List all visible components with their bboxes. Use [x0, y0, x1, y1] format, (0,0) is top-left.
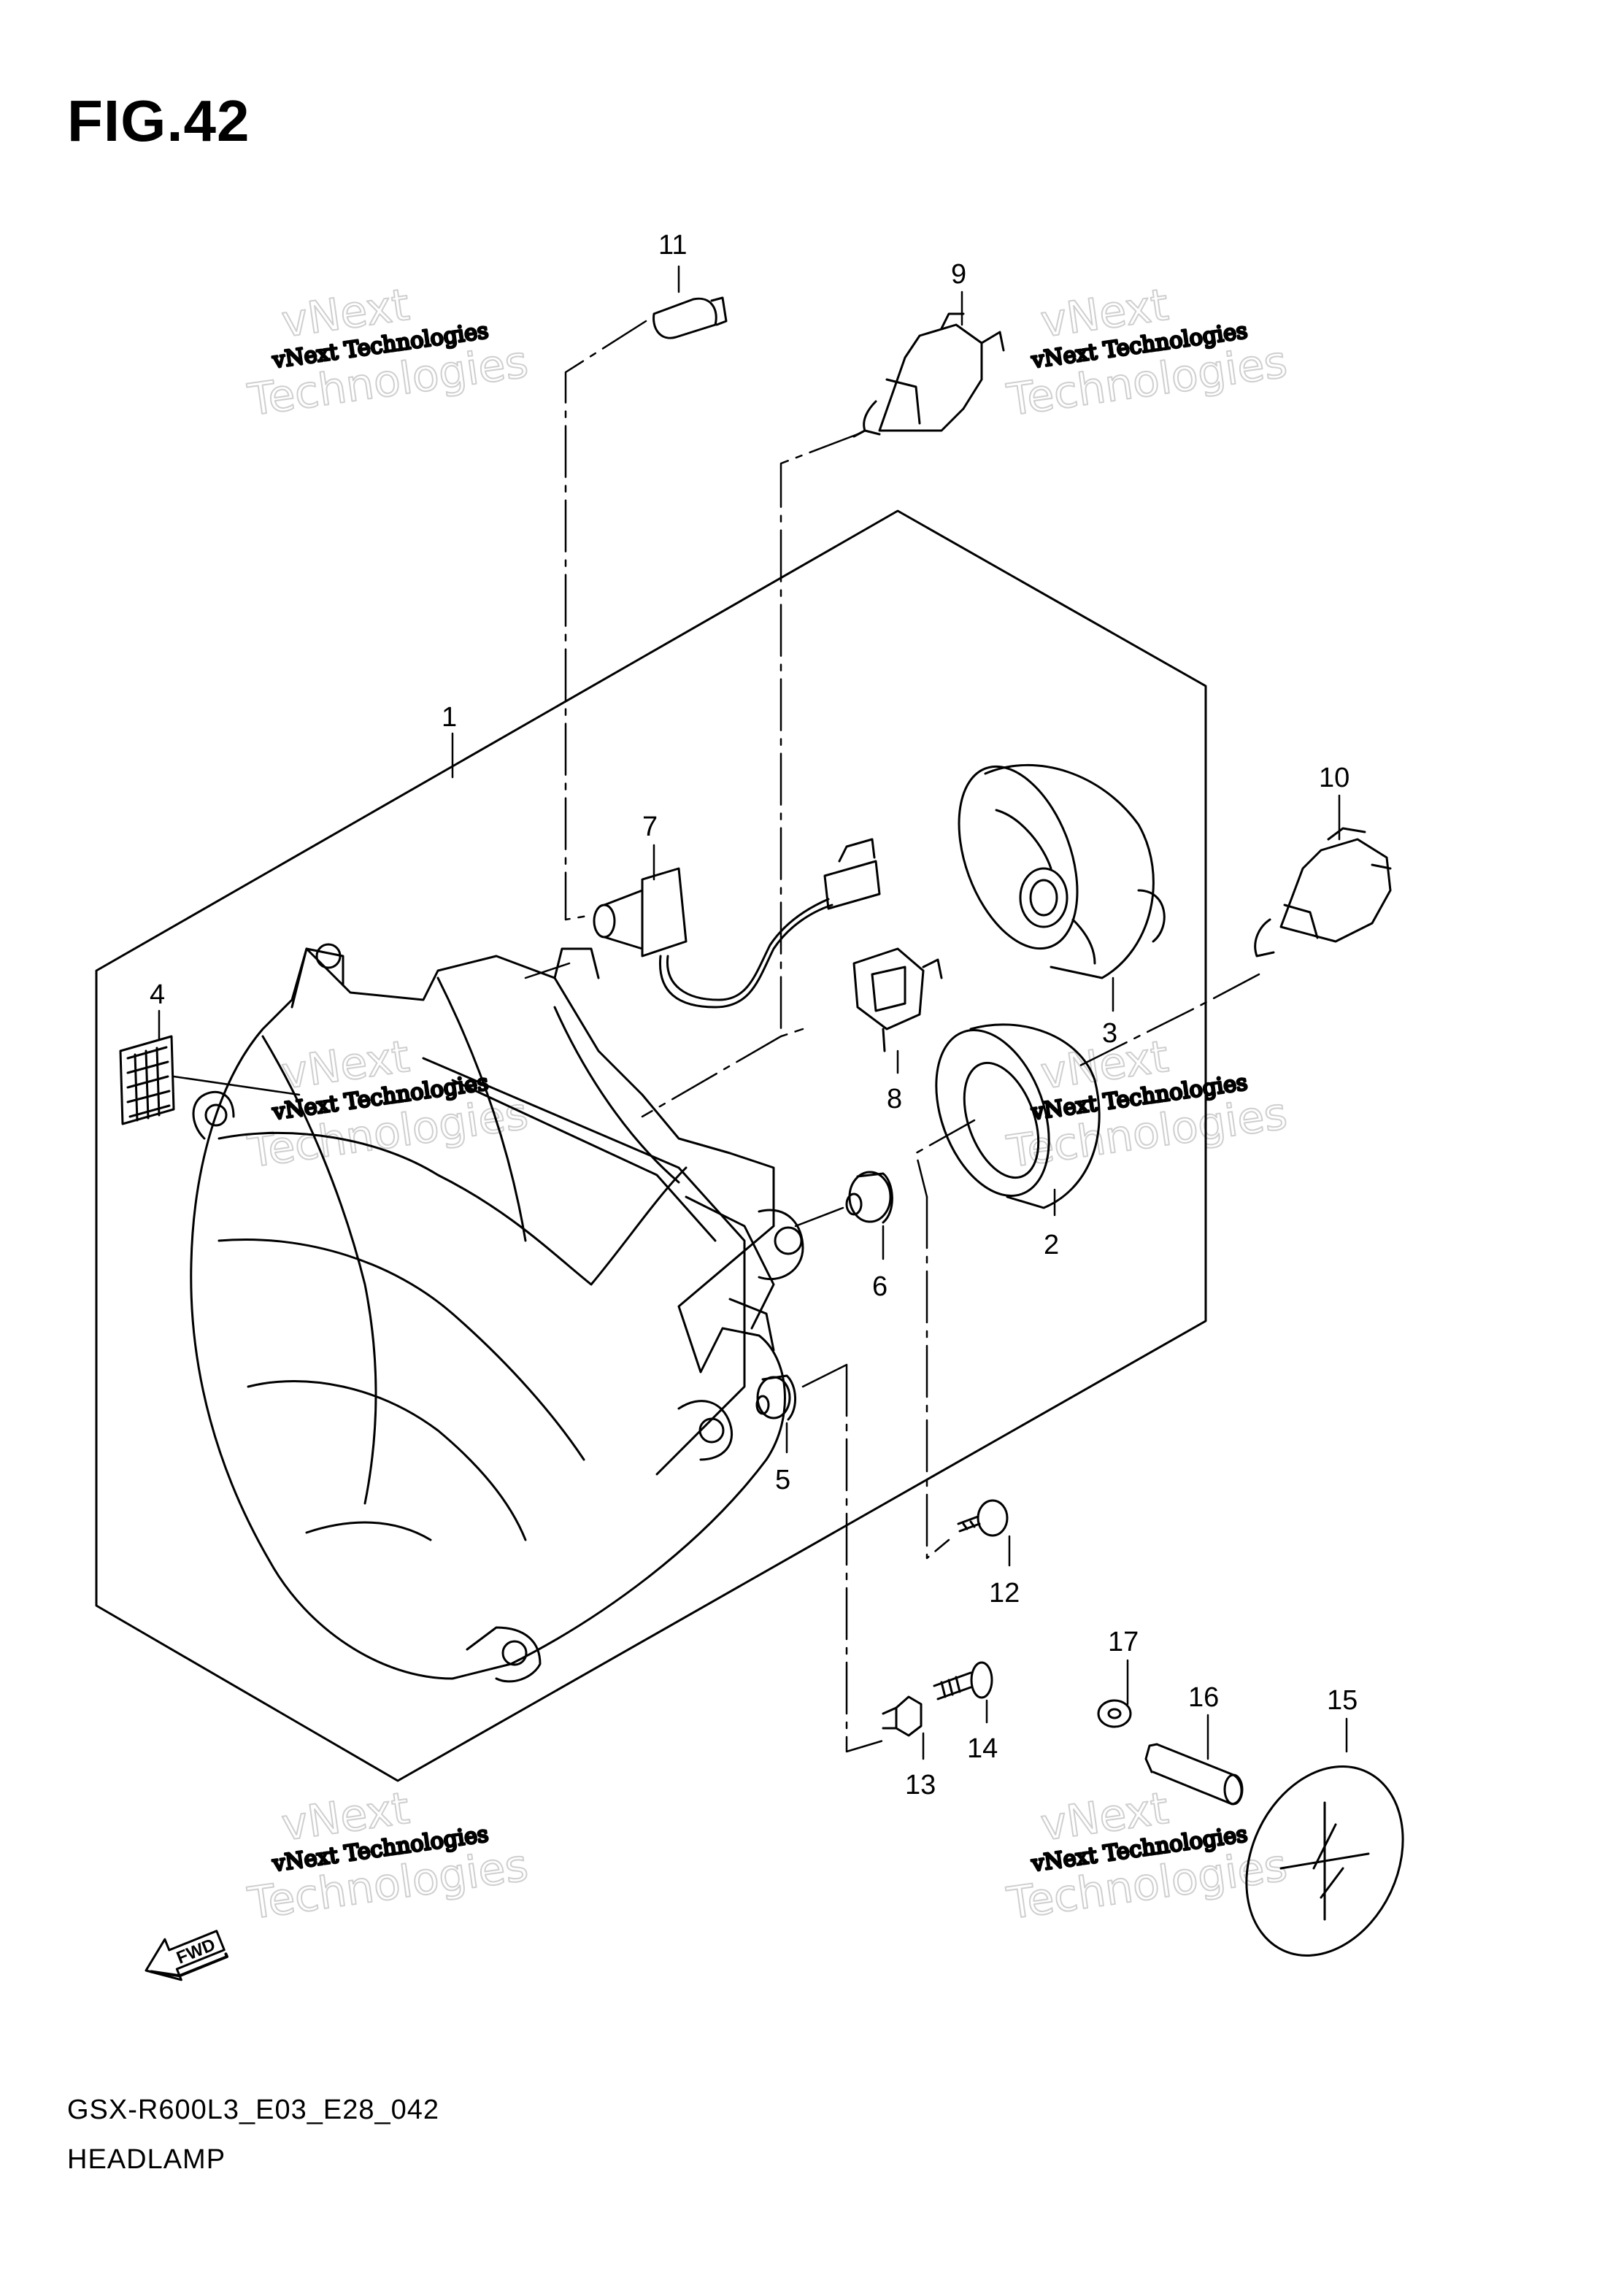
callout-11: 11	[658, 230, 687, 261]
part-11-small-bulb	[652, 296, 728, 339]
callout-13: 13	[905, 1770, 936, 1800]
fwd-arrow-icon: FWD	[145, 1930, 228, 1981]
part-8-socket-clip	[852, 947, 943, 1052]
part-4-reflector	[119, 1035, 175, 1125]
callout-numbers: 1 2 3 4 5 6 7 8 9 10 11 12 13 14 15 16 1…	[150, 230, 1358, 1800]
callout-6: 6	[872, 1271, 887, 1302]
watermark-group: vNext vNext Technologies Technologies vN…	[244, 279, 1290, 1930]
callout-3: 3	[1102, 1018, 1117, 1049]
callout-5: 5	[775, 1465, 790, 1495]
part-3-rear-cover	[958, 764, 1166, 979]
figure-code: GSX-R600L3_E03_E28_042	[67, 2095, 440, 2125]
callout-12: 12	[989, 1578, 1020, 1609]
part-13-nut	[882, 1695, 923, 1737]
part-5-grommet	[755, 1374, 797, 1421]
part-2-dust-cover	[935, 1023, 1101, 1209]
figure-title: FIG.42	[67, 88, 250, 153]
part-16-spacer	[1144, 1743, 1244, 1806]
headlamp-housing	[190, 943, 804, 1683]
part-9-bulb	[852, 312, 1005, 438]
callout-1: 1	[442, 702, 457, 733]
callout-15: 15	[1327, 1685, 1358, 1716]
leader-lines	[524, 320, 1260, 1753]
assembly-boundary	[95, 509, 1207, 1782]
callout-10: 10	[1319, 763, 1349, 793]
callout-leaders	[158, 265, 1348, 1760]
part-14-bolt	[933, 1661, 993, 1700]
part-15-round-cover	[1245, 1765, 1404, 1957]
callout-14: 14	[967, 1733, 998, 1764]
part-7-socket-harness	[593, 838, 881, 1009]
callout-7: 7	[642, 812, 658, 842]
part-6-grommet	[845, 1171, 893, 1224]
callout-4: 4	[150, 979, 165, 1010]
part-10-bulb	[1254, 827, 1392, 958]
callout-8: 8	[887, 1084, 902, 1114]
figure-name: HEADLAMP	[67, 2144, 226, 2175]
callout-16: 16	[1188, 1682, 1219, 1713]
part-17-washer	[1097, 1699, 1132, 1728]
callout-17: 17	[1108, 1627, 1139, 1657]
callout-9: 9	[951, 259, 966, 290]
callout-2: 2	[1044, 1230, 1059, 1260]
part-12-screw	[957, 1499, 1009, 1537]
